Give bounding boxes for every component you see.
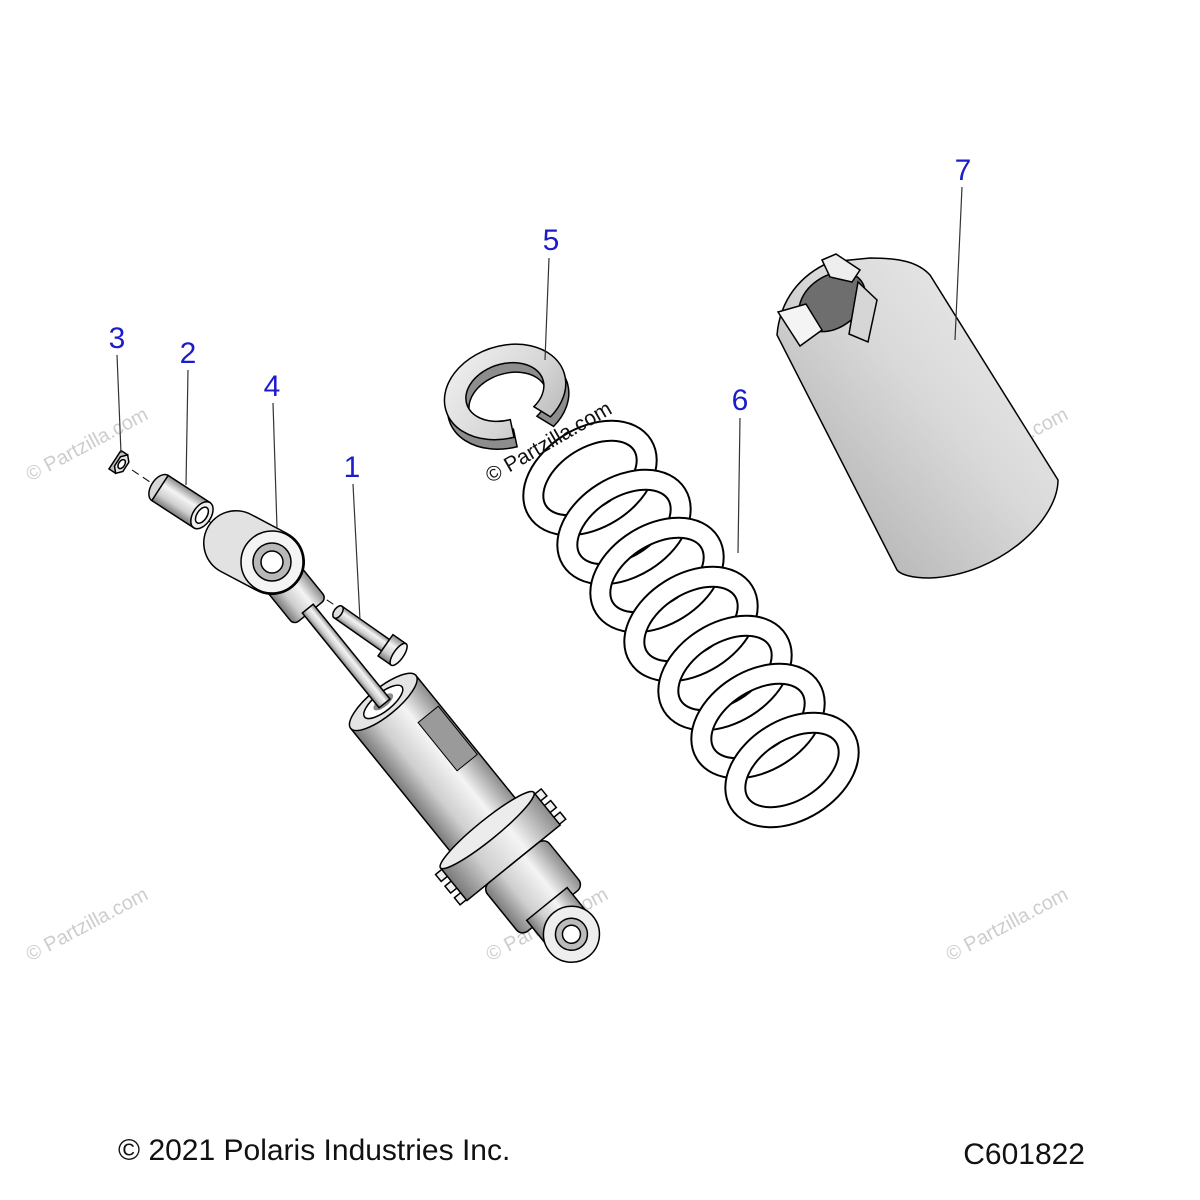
leader-5 [544,257,550,361]
nut [107,449,130,475]
leader-2 [185,369,189,486]
callout-4: 4 [264,370,281,403]
callout-3: 3 [109,322,126,355]
spring-cover-flap [776,303,824,348]
watermark: © Partzilla.com [943,883,1072,966]
shock-shaft [301,603,392,709]
spring-cover-body [776,257,1059,579]
watermark: © Partzilla.com [943,0,1072,1]
leader-1 [352,483,361,621]
spring-cover [776,253,1059,579]
spring-coil [589,516,725,634]
watermark: © Partzilla.com [23,403,152,486]
shock-absorber [266,564,601,964]
spacer-bore [194,506,210,525]
callout-5: 5 [543,224,560,257]
leader-lines [116,186,963,621]
watermark: © Partzilla.com [23,0,152,1]
callout-1: 1 [344,451,361,484]
spring-coil [623,565,759,683]
shock-top-eye [203,510,305,595]
leader-6 [737,417,741,554]
spring-retainer-face [443,343,567,441]
watermark: © Partzilla.com [483,0,612,1]
spring-retainer [443,343,570,450]
spring-coil [522,419,658,537]
leader-4 [272,402,278,529]
callout-6: 6 [732,384,749,417]
leader-3 [116,354,122,454]
spring-coil [556,468,692,586]
shock-label [417,705,478,772]
figure-id: C601822 [963,1138,1085,1171]
callout-7: 7 [955,154,972,187]
copyright-text: © 2021 Polaris Industries Inc. [118,1134,510,1167]
watermark: © Partzilla.com [23,883,152,966]
spring-cover-flap [848,280,878,344]
callouts: 7 5 6 3 2 4 1 [109,154,972,484]
callout-2: 2 [180,337,197,370]
leader-7 [954,186,963,341]
bolt [332,605,408,667]
nut-bore [117,458,127,470]
spring-coil [690,662,826,780]
bolt-tip [332,605,344,619]
spring-cover-flap [820,253,862,283]
spring-coil [724,711,860,829]
spacer [148,473,214,530]
spring-coil [657,614,793,732]
shock-adjuster-ring [434,787,567,906]
coil-spring [522,419,860,829]
bolt-head-face [389,642,408,667]
